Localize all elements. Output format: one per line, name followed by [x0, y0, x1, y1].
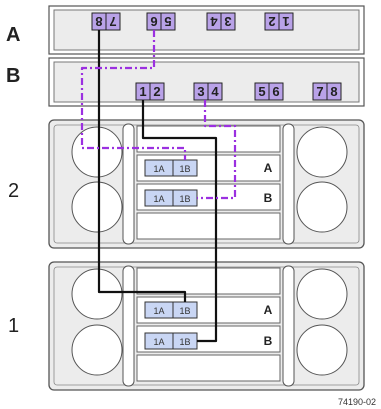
shelf-2-esm-a-port-1b[interactable]: 1B	[172, 159, 198, 177]
svg-text:1A: 1A	[153, 306, 164, 316]
shelf-1-esm-a-port-1b[interactable]: 1B	[172, 301, 198, 319]
drive-shelf-1	[48, 261, 365, 391]
svg-text:5: 5	[164, 14, 171, 29]
port-b-1[interactable]: 1	[135, 82, 151, 101]
svg-text:1A: 1A	[153, 194, 164, 204]
shelf-1-esm-a-ports: 1A 1B A	[144, 301, 273, 319]
shelf-2-esm-b-ports: 1A 1B B	[144, 189, 273, 207]
svg-text:1: 1	[282, 14, 289, 29]
port-a-4[interactable]: 4	[206, 12, 222, 31]
esm-b-label: B	[264, 334, 273, 348]
port-b-2[interactable]: 2	[149, 82, 165, 101]
svg-text:1: 1	[139, 84, 146, 99]
shelf-1-esm-a-port-1a[interactable]: 1A	[144, 301, 174, 319]
port-a-1[interactable]: 1	[278, 12, 294, 31]
cable-b-to-shelf2-esm-b	[197, 100, 237, 200]
shelf-handle	[282, 123, 295, 245]
svg-text:1B: 1B	[179, 337, 190, 347]
shelf-handle	[282, 265, 295, 387]
port-b-8[interactable]: 8	[326, 82, 342, 101]
svg-text:1A: 1A	[153, 164, 164, 174]
svg-text:4: 4	[211, 84, 219, 99]
fan-icon	[71, 324, 123, 376]
esm-bay	[136, 354, 281, 382]
port-b-3[interactable]: 3	[193, 82, 209, 101]
shelf-1-esm-b-ports: 1A 1B B	[144, 332, 273, 350]
fan-icon	[71, 126, 123, 178]
fan-icon	[296, 181, 348, 233]
controller-b-label: B	[6, 65, 20, 87]
shelf-2-label: 2	[8, 180, 19, 202]
svg-text:1B: 1B	[179, 306, 190, 316]
svg-text:3: 3	[197, 84, 204, 99]
shelf-2-esm-a-ports: 1A 1B A	[144, 159, 273, 177]
svg-text:8: 8	[95, 14, 102, 29]
drive-shelf-2	[48, 119, 365, 249]
cable-a-to-shelf2-esm-a	[80, 30, 187, 160]
cable-b-to-shelf1-esm-b	[141, 100, 218, 343]
esm-a-label: A	[264, 303, 273, 317]
shelf-2-esm-b-port-1b[interactable]: 1B	[172, 189, 198, 207]
shelf-handle	[122, 265, 135, 387]
controller-a-ports: 8 7 6 5 4 3 2 1	[91, 12, 294, 31]
port-a-3[interactable]: 3	[220, 12, 236, 31]
purple-cables	[80, 30, 237, 200]
fan-icon	[71, 181, 123, 233]
controller-a-label: A	[6, 24, 20, 46]
esm-bay	[136, 267, 281, 295]
svg-text:6: 6	[150, 14, 157, 29]
shelf-handle	[122, 123, 135, 245]
svg-text:5: 5	[258, 84, 265, 99]
fan-icon	[296, 268, 348, 320]
shelf-1-esm-b-port-1a[interactable]: 1A	[144, 332, 174, 350]
svg-text:7: 7	[109, 14, 116, 29]
black-cables	[97, 30, 218, 343]
svg-text:1A: 1A	[153, 337, 164, 347]
esm-bay	[136, 212, 281, 240]
shelf-1-esm-b-port-1b[interactable]: 1B	[172, 332, 198, 350]
shelf-1-label: 1	[8, 315, 19, 337]
cable-a-to-shelf1-esm-a	[97, 30, 187, 302]
port-b-5[interactable]: 5	[254, 82, 270, 101]
shelf-2-esm-b-port-1a[interactable]: 1A	[144, 189, 174, 207]
port-a-5[interactable]: 5	[160, 12, 176, 31]
svg-text:2: 2	[268, 14, 275, 29]
svg-text:6: 6	[272, 84, 279, 99]
esm-b-label: B	[264, 191, 273, 205]
port-a-2[interactable]: 2	[264, 12, 280, 31]
svg-text:4: 4	[210, 14, 218, 29]
figure-id: 74190-02	[338, 397, 376, 407]
port-a-6[interactable]: 6	[146, 12, 162, 31]
port-b-6[interactable]: 6	[268, 82, 284, 101]
svg-text:1B: 1B	[179, 194, 190, 204]
svg-text:2: 2	[153, 84, 160, 99]
fan-icon	[296, 324, 348, 376]
shelf-2-esm-a-port-1a[interactable]: 1A	[144, 159, 174, 177]
port-b-7[interactable]: 7	[312, 82, 328, 101]
svg-text:7: 7	[316, 84, 323, 99]
fan-icon	[296, 126, 348, 178]
fan-icon	[71, 268, 123, 320]
port-a-8[interactable]: 8	[91, 12, 107, 31]
controller-b-ports: 1 2 3 4 5 6 7 8	[135, 82, 342, 101]
esm-a-label: A	[264, 161, 273, 175]
port-a-7[interactable]: 7	[105, 12, 121, 31]
svg-text:3: 3	[224, 14, 231, 29]
port-b-4[interactable]: 4	[207, 82, 223, 101]
svg-text:8: 8	[330, 84, 337, 99]
svg-text:1B: 1B	[179, 164, 190, 174]
